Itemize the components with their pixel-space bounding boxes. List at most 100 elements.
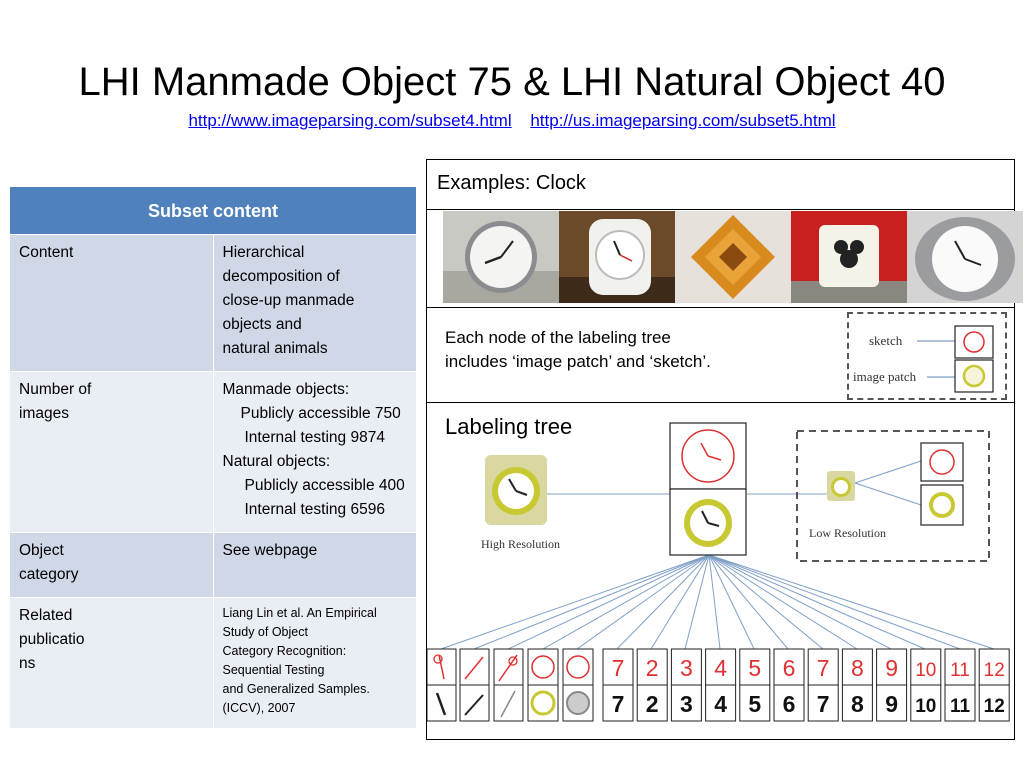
label-line: publicatio — [19, 631, 85, 648]
digit-sketch-node — [807, 648, 839, 686]
digit-patch-node — [910, 684, 942, 722]
digit-patch-label: 7 — [817, 691, 830, 717]
digit-patch-node — [944, 684, 976, 722]
digit-sketch-label: 4 — [714, 655, 727, 681]
subset-content-table: Subset content Content Hierarchical deco… — [9, 186, 417, 729]
digit-sketch-label: 7 — [817, 655, 830, 681]
row-value-images: Manmade objects: Publicly accessible 750… — [212, 371, 417, 533]
examples-panel: Examples: Clock — [426, 159, 1023, 740]
link-row: http://www.imageparsing.com/subset4.html… — [0, 110, 1024, 132]
patch-circle-icon — [962, 364, 986, 388]
label-line: Object — [19, 542, 64, 559]
table-row: Content Hierarchical decomposition of cl… — [9, 234, 417, 372]
digit-patch-label: 3 — [680, 691, 693, 717]
digit-sketch-label: 5 — [748, 655, 761, 681]
leaf-row — [427, 648, 594, 722]
images-line: Internal testing 6596 — [244, 501, 385, 518]
digit-patch-node — [705, 684, 737, 722]
clock-photo — [675, 211, 791, 303]
labeling-tree-diagram: High Resolution Low Resolution — [427, 422, 1010, 722]
digit-patch-label: 6 — [783, 691, 796, 717]
content-line: close-up manmade objects and — [222, 292, 355, 333]
label-line: ns — [19, 655, 36, 672]
digit-patch-node — [636, 684, 668, 722]
divider — [427, 402, 1014, 403]
table-row: Object category See webpage — [9, 532, 417, 598]
digit-sketch-node — [910, 648, 942, 686]
note-line: Each node of the labeling tree — [445, 328, 671, 347]
table-header: Subset content — [9, 186, 417, 235]
digit-sketch-label: 3 — [680, 655, 693, 681]
digit-sketch-node — [602, 648, 634, 686]
row-label-category: Object category — [9, 532, 214, 598]
subset4-link[interactable]: http://www.imageparsing.com/subset4.html — [188, 111, 512, 130]
digit-patch-label: 12 — [984, 696, 1005, 717]
labeling-tree-title: Labeling tree — [445, 414, 573, 439]
table-row: Number of images Manmade objects: Public… — [9, 371, 417, 533]
images-line: Publicly accessible 400 — [244, 477, 405, 494]
reference-line: and Generalized Samples. (ICCV), 2007 — [222, 682, 370, 715]
root-sketch-icon — [681, 429, 735, 483]
digit-patch-label: 5 — [748, 691, 761, 717]
label-line: Related — [19, 607, 73, 624]
digit-sketch-label: 10 — [915, 660, 936, 681]
images-line: Publicly accessible 750 — [240, 405, 401, 422]
digit-patch-label: 7 — [612, 691, 625, 717]
digit-sketch-label: 12 — [984, 660, 1005, 681]
high-res-patch — [485, 455, 547, 525]
digit-patch-node — [739, 684, 771, 722]
tree-connectors — [440, 554, 995, 650]
examples-label: Examples: Clock — [437, 172, 586, 194]
label-line: images — [19, 405, 69, 422]
reference-line: Liang Lin et al. An Empirical Study of O… — [222, 606, 377, 639]
legend-box: sketch image patch — [847, 312, 1007, 400]
row-value-category: See webpage — [212, 532, 417, 598]
digit-patch-label: 4 — [714, 691, 727, 717]
reference-line: Category Recognition: Sequential Testing — [222, 644, 347, 677]
high-res-label: High Resolution — [481, 537, 560, 551]
low-res-patch — [827, 471, 855, 501]
digit-sketch-node — [841, 648, 873, 686]
digit-sketch-node — [876, 648, 908, 686]
low-res-sketch-icon — [929, 449, 955, 475]
low-res-group — [796, 430, 990, 562]
label-line: Number of — [19, 381, 92, 398]
digit-patch-node — [773, 684, 805, 722]
digit-patch-label: 10 — [915, 696, 936, 717]
node-description: Each node of the labeling tree includes … — [445, 326, 711, 374]
digit-patch-node — [978, 684, 1010, 722]
digit-sketch-label: 11 — [950, 660, 970, 681]
digit-patch-node — [807, 684, 839, 722]
digit-patch-label: 11 — [950, 696, 971, 717]
legend-sketch-label: sketch — [869, 333, 903, 348]
clock-photo — [443, 211, 559, 303]
digit-patch-label: 9 — [885, 691, 898, 717]
row-label-content: Content — [9, 234, 214, 372]
digit-patch-node — [670, 684, 702, 722]
row-value-content: Hierarchical decomposition of close-up m… — [212, 234, 417, 372]
low-res-label: Low Resolution — [809, 526, 886, 540]
row-label-images: Number of images — [9, 371, 214, 533]
digit-sketch-node — [773, 648, 805, 686]
row-label-related: Related publicatio ns — [9, 597, 214, 729]
digit-sketch-label: 6 — [783, 655, 796, 681]
content-line: natural animals — [222, 340, 328, 357]
content-line: Hierarchical decomposition of — [222, 244, 340, 285]
slide-title: LHI Manmade Object 75 & LHI Natural Obje… — [78, 60, 946, 104]
digit-patch-label: 8 — [851, 691, 864, 717]
clock-photo — [907, 211, 1023, 303]
digit-sketch-label: 7 — [612, 655, 625, 681]
row-value-related: Liang Lin et al. An Empirical Study of O… — [212, 597, 417, 729]
divider — [427, 209, 1014, 210]
images-line: Manmade objects: — [222, 381, 350, 398]
digit-sketch-node — [978, 648, 1010, 686]
subset5-link[interactable]: http://us.imageparsing.com/subset5.html — [530, 111, 836, 130]
digit-sketch-label: 9 — [885, 655, 898, 681]
clock-photo — [559, 211, 675, 303]
digit-sketch-label: 2 — [646, 655, 659, 681]
divider — [427, 307, 1014, 308]
label-line: category — [19, 566, 79, 583]
table-row: Related publicatio ns Liang Lin et al. A… — [9, 597, 417, 729]
note-line: includes ‘image patch’ and ‘sketch’. — [445, 352, 711, 371]
